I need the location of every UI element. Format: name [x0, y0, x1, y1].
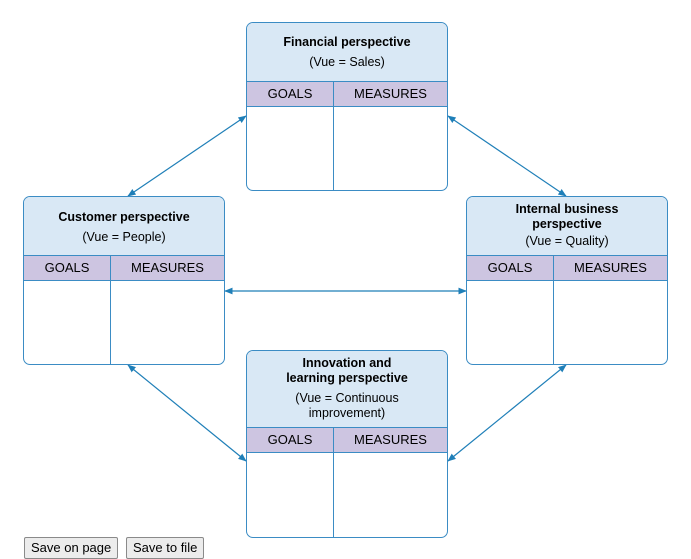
arrow-customer-innovation: [127, 364, 247, 462]
internal-business-perspective-title: Internal business perspective: [515, 202, 619, 231]
innovation-learning-perspective-title: Innovation and learning perspective: [286, 356, 408, 385]
customer-columns: GOALS MEASURES: [24, 256, 224, 281]
arrow-financial-internal: [447, 115, 567, 197]
customer-perspective-subtitle: (Vue = People): [82, 230, 166, 244]
financial-perspective-title: Financial perspective: [283, 35, 411, 49]
innovation-learning-perspective-subtitle: (Vue = Continuous improvement): [295, 391, 399, 420]
internal-business-measures-header: MEASURES: [574, 260, 647, 275]
internal-business-columns: GOALS MEASURES: [467, 256, 667, 281]
innovation-learning-goals-header: GOALS: [247, 428, 334, 452]
internal-business-goals-header: GOALS: [467, 256, 554, 280]
customer-perspective-title: Customer perspective: [58, 210, 190, 224]
internal-business-perspective-subtitle: (Vue = Quality): [525, 234, 609, 248]
financial-columns: GOALS MEASURES: [247, 82, 447, 107]
innovation-learning-column-divider: [333, 453, 334, 537]
customer-perspective-box: Customer perspective (Vue = People) GOAL…: [23, 196, 225, 365]
internal-business-perspective-header: Internal business perspective (Vue = Qua…: [467, 197, 667, 256]
customer-perspective-header: Customer perspective (Vue = People): [24, 197, 224, 256]
save-to-file-button[interactable]: Save to file: [126, 537, 205, 559]
financial-column-divider: [333, 107, 334, 190]
innovation-learning-measures-header: MEASURES: [354, 432, 427, 447]
innovation-learning-perspective-box: Innovation and learning perspective (Vue…: [246, 350, 448, 538]
financial-measures-header: MEASURES: [354, 86, 427, 101]
financial-goals-header: GOALS: [247, 82, 334, 106]
arrow-internal-innovation: [447, 364, 567, 462]
innovation-learning-perspective-header: Innovation and learning perspective (Vue…: [247, 351, 447, 428]
financial-perspective-box: Financial perspective (Vue = Sales) GOAL…: [246, 22, 448, 191]
financial-perspective-header: Financial perspective (Vue = Sales): [247, 23, 447, 82]
financial-perspective-subtitle: (Vue = Sales): [309, 55, 385, 69]
customer-goals-header: GOALS: [24, 256, 111, 280]
internal-business-perspective-box: Internal business perspective (Vue = Qua…: [466, 196, 668, 365]
internal-business-column-divider: [553, 281, 554, 364]
arrow-financial-customer: [127, 115, 247, 197]
save-on-page-button[interactable]: Save on page: [24, 537, 119, 559]
innovation-learning-columns: GOALS MEASURES: [247, 428, 447, 453]
customer-measures-header: MEASURES: [131, 260, 204, 275]
customer-column-divider: [110, 281, 111, 364]
